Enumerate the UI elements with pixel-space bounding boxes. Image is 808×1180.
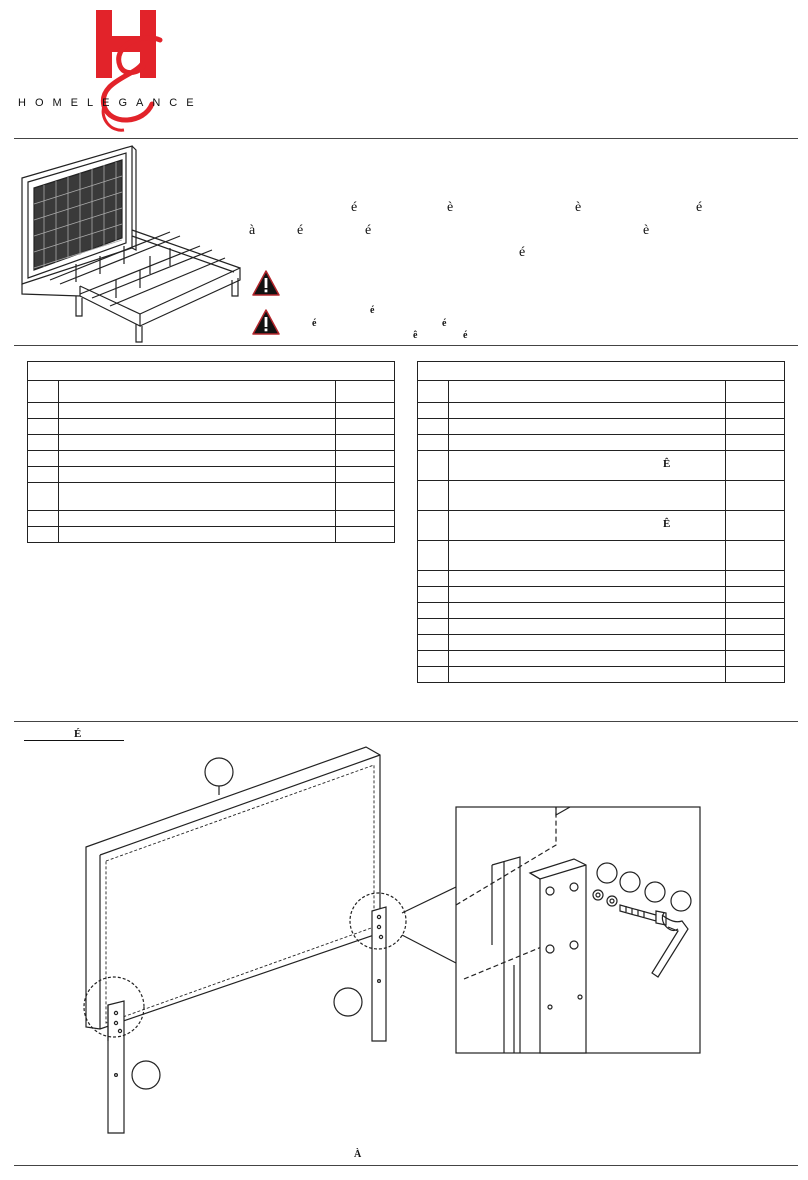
header-accent-r2-1: à	[249, 223, 256, 238]
header-accent-r1-3: è	[575, 200, 582, 215]
parts-table-left	[27, 361, 395, 543]
table-row	[417, 434, 785, 451]
table-row	[417, 634, 785, 651]
warning-icon	[252, 309, 280, 335]
table-row	[417, 418, 785, 435]
table-row	[417, 402, 785, 419]
table-row	[417, 586, 785, 603]
header-accent-r1-2: è	[447, 200, 454, 215]
parts-table-right	[417, 361, 785, 683]
table-row	[417, 666, 785, 683]
header-divider	[14, 138, 798, 139]
table-row	[417, 450, 785, 481]
table-row	[417, 510, 785, 541]
brand-wordmark: HOMELEGANCE	[18, 97, 203, 109]
warning2-accent-1: é	[312, 318, 317, 329]
table-row	[417, 480, 785, 511]
table-row	[417, 650, 785, 667]
warning-icon	[252, 270, 280, 296]
brand-logo	[90, 6, 180, 136]
table-row	[417, 570, 785, 587]
header-accent-r2-4: è	[643, 223, 650, 238]
table-row	[417, 602, 785, 619]
table-row	[27, 434, 395, 451]
section-divider	[14, 721, 798, 722]
table-row	[27, 482, 395, 511]
bed-illustration	[20, 144, 248, 344]
logo-h-mark	[96, 10, 163, 132]
header-accent-r2-2: é	[297, 223, 304, 238]
table-row	[27, 418, 395, 435]
table-row	[27, 402, 395, 419]
section-divider	[14, 345, 798, 346]
table-header	[27, 361, 395, 381]
step-title-underline	[24, 740, 124, 741]
assembly-diagram	[80, 745, 710, 1140]
header-accent-r1-1: é	[351, 200, 358, 215]
table-row	[27, 466, 395, 483]
header-accent-r1-4: é	[696, 200, 703, 215]
table-mark: Ê	[663, 458, 671, 470]
table-row	[27, 526, 395, 543]
warning2-accent-2: é	[442, 318, 447, 329]
table-row	[27, 510, 395, 527]
warning1-accent: é	[370, 305, 375, 316]
table-row	[417, 618, 785, 635]
table-row	[417, 540, 785, 571]
table-header	[417, 361, 785, 381]
warning2-accent-3: ê	[413, 330, 418, 341]
header-accent-r2-3: é	[365, 223, 372, 238]
step-title: É	[74, 728, 82, 740]
warning2-accent-4: é	[463, 330, 468, 341]
footer-mark: À	[354, 1149, 362, 1160]
table-row	[27, 450, 395, 467]
header-accent-r3-1: é	[519, 245, 526, 260]
table-mark: Ê	[663, 518, 671, 530]
footer-divider	[14, 1165, 798, 1166]
